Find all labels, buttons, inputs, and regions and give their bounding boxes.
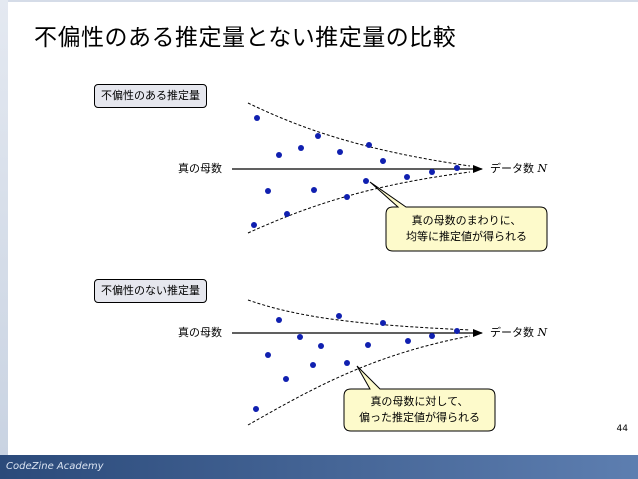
upper-envelope-curve xyxy=(247,299,471,331)
estimate-point xyxy=(251,222,257,228)
n-variable: N xyxy=(537,162,548,175)
slide-title: 不偏性のある推定量とない推定量の比較 xyxy=(34,25,457,51)
estimate-point xyxy=(405,338,411,344)
callout-text: 真の母数のまわりに、 均等に推定値が得られる xyxy=(386,213,547,245)
estimate-point xyxy=(344,194,350,200)
callout-line: 真の母数のまわりに、 xyxy=(411,214,522,227)
estimate-point xyxy=(429,333,435,339)
side-accent-bar xyxy=(0,0,8,455)
callout-line: 真の母数に対して、 xyxy=(370,395,469,408)
estimate-point xyxy=(265,188,271,194)
estimate-point xyxy=(315,133,321,139)
footer-bar: CodeZine Academy xyxy=(0,455,638,479)
callout-bubble xyxy=(343,365,496,432)
estimate-point xyxy=(429,169,435,175)
estimate-point xyxy=(276,317,282,323)
n-variable: N xyxy=(537,326,548,339)
estimate-point xyxy=(254,115,260,121)
estimate-point xyxy=(297,334,303,340)
lower-envelope-curve xyxy=(247,171,471,234)
estimate-point xyxy=(380,320,386,326)
upper-envelope-curve xyxy=(247,102,471,167)
estimate-point xyxy=(337,149,343,155)
estimate-point xyxy=(454,165,460,171)
data-count-label: データ数 N xyxy=(490,326,547,340)
data-count-label: データ数 N xyxy=(490,162,547,176)
estimate-point xyxy=(366,142,372,148)
estimate-point xyxy=(253,406,259,412)
estimator-type-label: 不偏性のない推定量 xyxy=(94,279,207,303)
callout-line: 均等に推定値が得られる xyxy=(406,230,527,243)
estimate-point xyxy=(311,187,317,193)
estimate-points xyxy=(253,313,460,412)
data-count-text: データ数 xyxy=(490,162,534,175)
footer-brand: CodeZine Academy xyxy=(6,461,104,472)
estimate-point xyxy=(276,152,282,158)
estimate-point xyxy=(310,362,316,368)
data-count-text: データ数 xyxy=(490,326,534,339)
estimate-point xyxy=(365,342,371,348)
estimate-point xyxy=(454,328,460,334)
estimate-point xyxy=(284,211,290,217)
estimator-type-label: 不偏性のある推定量 xyxy=(94,84,207,108)
estimate-points xyxy=(251,115,460,228)
lower-envelope-curve xyxy=(247,335,471,426)
estimate-point xyxy=(344,360,350,366)
true-parameter-label: 真の母数 xyxy=(178,326,222,339)
estimate-point xyxy=(336,313,342,319)
true-parameter-label: 真の母数 xyxy=(178,162,222,175)
estimate-point xyxy=(404,174,410,180)
callout-text: 真の母数に対して、 偏った推定値が得られる xyxy=(344,394,495,426)
estimate-point xyxy=(318,343,324,349)
callout-bubble xyxy=(369,181,548,252)
estimate-point xyxy=(298,145,304,151)
estimate-point xyxy=(283,376,289,382)
estimate-point xyxy=(380,158,386,164)
page-number: 44 xyxy=(616,424,628,434)
estimate-point xyxy=(363,178,369,184)
top-rule xyxy=(8,0,638,2)
estimate-point xyxy=(265,352,271,358)
callout-line: 偏った推定値が得られる xyxy=(359,411,480,424)
